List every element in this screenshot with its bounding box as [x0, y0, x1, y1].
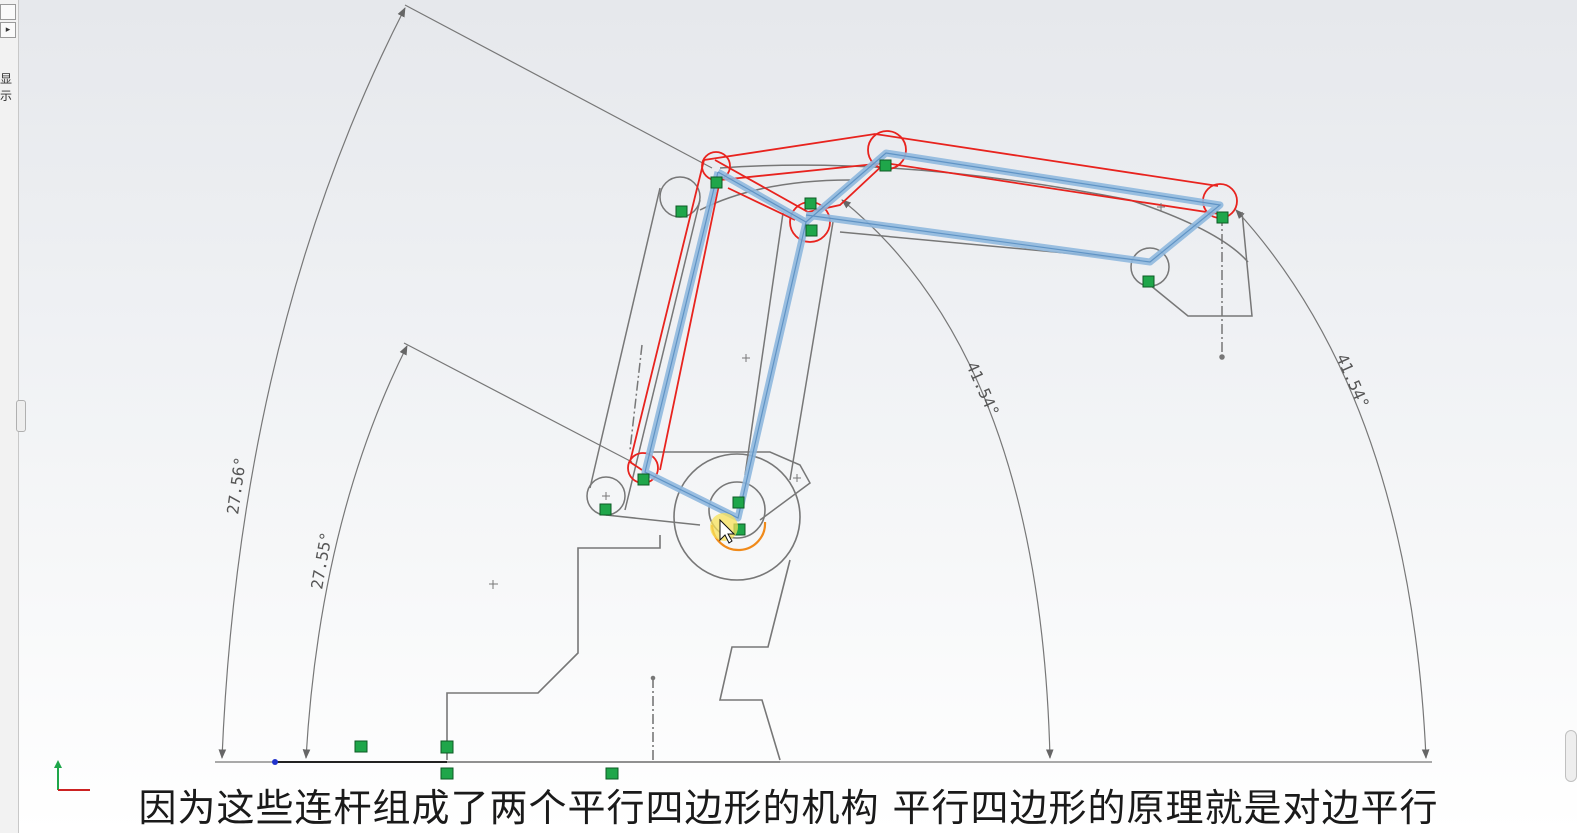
angle-dimension-right-inner[interactable] — [841, 199, 1054, 759]
dimension-text-left-inner[interactable]: 27.55° — [307, 530, 336, 590]
dimension-text-right-outer[interactable]: 41.54° — [1332, 351, 1373, 412]
angle-dimension-left-outer[interactable] — [218, 4, 713, 759]
highlighted-link-parallelogram[interactable] — [641, 149, 1224, 522]
angle-dimension-right-outer[interactable] — [1235, 209, 1430, 759]
center-marks — [489, 203, 1165, 589]
link-centerlines — [644, 152, 1222, 519]
coordinate-triad-icon — [54, 760, 90, 791]
base-joint-circle[interactable] — [673, 453, 801, 581]
panel-resize-handle[interactable] — [16, 400, 26, 432]
base-profile[interactable] — [446, 535, 791, 763]
angle-dimension-left-inner[interactable] — [302, 342, 633, 759]
origin-point[interactable] — [272, 759, 278, 765]
panel-expand-arrow-icon[interactable]: ▸ — [0, 22, 16, 38]
dimension-text-right-inner[interactable]: 41.54° — [962, 359, 1003, 420]
sketch-relation-markers[interactable] — [354, 159, 1229, 780]
mouse-cursor-icon — [710, 513, 738, 544]
panel-tab-button[interactable] — [0, 4, 16, 20]
dimension-text-left-outer[interactable]: 27.56° — [223, 456, 250, 516]
video-subtitle: 因为这些连杆组成了两个平行四边形的机构 平行四边形的原理就是对边平行 — [138, 786, 1439, 830]
panel-display-label: 显示 — [0, 72, 13, 103]
